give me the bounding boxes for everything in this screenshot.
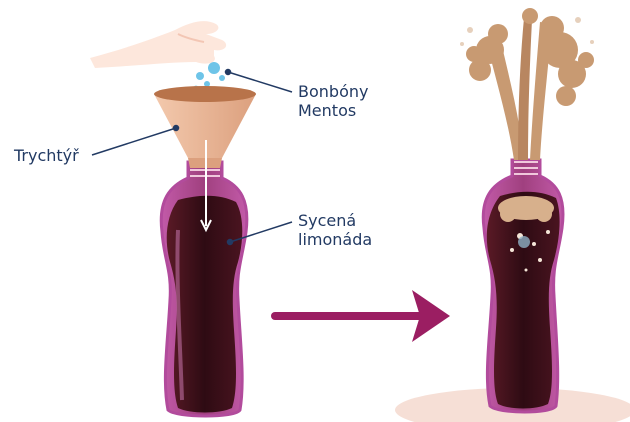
label-funnel: Trychtýř (14, 146, 79, 165)
arrow-right-icon (275, 290, 450, 342)
label-soda-line2: limonáda (298, 230, 372, 249)
eruption-icon (460, 8, 594, 160)
label-mentos-line1: Bonbóny (298, 82, 368, 101)
label-carbonated-soda: Sycená limonáda (298, 211, 372, 249)
label-mentos-line2: Mentos (298, 101, 368, 120)
label-soda-line1: Sycená (298, 211, 372, 230)
label-mentos-candies: Bonbóny Mentos (298, 82, 368, 120)
bottle-icon (161, 162, 247, 416)
hand-icon (90, 21, 226, 68)
bottle-icon (483, 160, 563, 412)
